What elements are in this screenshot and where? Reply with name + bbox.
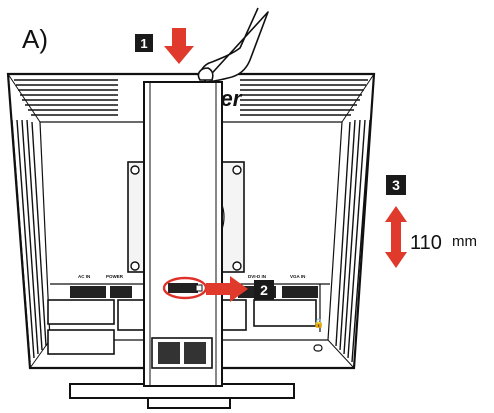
hand-icon: [197, 7, 269, 83]
step-1-number: 1: [140, 36, 147, 51]
kensington-lock-icon: 🔒: [313, 318, 324, 352]
stand-column: [143, 81, 223, 387]
height-unit: mm: [452, 233, 477, 250]
step-3-number: 3: [392, 177, 400, 193]
vent-grille-top-right: [240, 79, 368, 116]
step-2-marker: 2: [254, 280, 274, 300]
stand-base: [69, 383, 295, 409]
locking-pin: [168, 283, 203, 293]
vent-grille-right: [335, 119, 371, 363]
port-label-ac-in: AC IN: [78, 274, 90, 279]
height-value: 110: [410, 232, 442, 254]
figure-label: A): [22, 24, 48, 54]
up-down-arrow-icon: [385, 206, 407, 268]
vesa-screw-holes: [130, 165, 242, 271]
port-labels: AC IN POWER DVI-D IN VGA IN: [78, 274, 305, 279]
step-3-marker: 3: [386, 175, 406, 195]
port-label-dvi-in: DVI-D IN: [248, 274, 266, 279]
port-label-vga-in: VGA IN: [290, 274, 305, 279]
port-label-power: POWER: [106, 274, 124, 279]
vent-grille-left: [11, 119, 47, 363]
down-arrow-icon: [164, 28, 194, 64]
step-2-number: 2: [260, 282, 268, 298]
vent-grille-top-left: [14, 79, 118, 116]
step-1-marker: 1: [135, 34, 153, 52]
right-arrow-icon: [206, 276, 248, 302]
svg-text:🔒: 🔒: [313, 318, 324, 328]
